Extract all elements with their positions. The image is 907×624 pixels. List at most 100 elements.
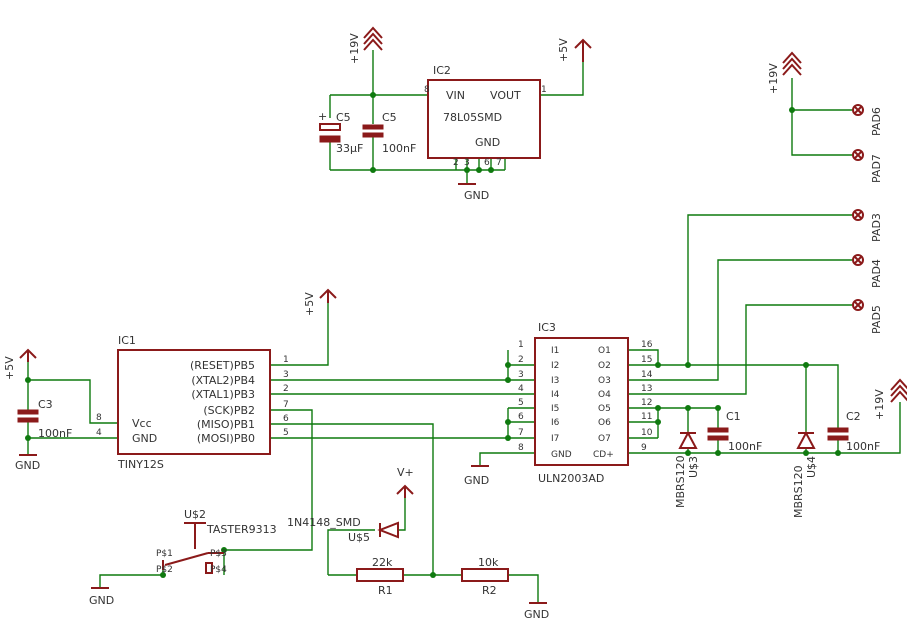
d4-diode: MBRS120 U$4 [792,430,818,518]
c1-capacitor: C1 100nF [707,410,762,453]
ic3-driver: IC3 ULN2003AD I1 I2 I3 I4 I5 I6 I7 GND O… [518,321,653,485]
gnd-ic3: GND [464,465,489,487]
gnd-label: GND [524,608,549,621]
switch-pin-p2: P$2 [156,565,173,575]
d4-triangle [796,430,816,449]
c5-electrolytic: + C5 33µF [318,110,363,155]
junction-dot [655,362,661,368]
ic1-pin-number: 6 [283,414,289,424]
gnd-label: GND [15,459,40,472]
r1-body [356,568,404,582]
junction-dot [715,405,721,411]
wire-ic3-gnd [479,452,535,466]
c5b-name: C5 [382,111,397,124]
wire-c2-top [806,364,839,428]
c3-value: 100nF [38,427,72,440]
wire-vout [540,62,584,96]
r2-resistor: 10k R2 [461,556,509,597]
c3-name: C3 [38,398,53,411]
junction-dot [221,547,227,553]
junction-dot [835,450,841,456]
ic3-pin-number: 7 [518,428,524,438]
ic1-gnd-pin: 4 [96,428,102,438]
ic3-right-pin-numbers: 16 15 14 13 12 11 10 9 [641,340,653,453]
c3-plate-bottom [17,417,39,423]
ic1-pin-label: (MISO)PB1 [197,418,255,431]
junction-dot [803,450,809,456]
ic1-pin-number: 7 [283,400,289,410]
junction-dot [505,362,511,368]
pad7: PAD7 [852,149,883,183]
wire-pad7 [791,110,854,156]
ic1-pin-number: 5 [283,428,289,438]
d3-name: U$3 [687,456,700,478]
ic2-pin-3: 3 [464,158,470,168]
power-5v-ic2: +5V [557,38,592,62]
ic1-pin-label: (XTAL1)PB3 [191,388,255,401]
ic2-regulator: IC2 VIN VOUT 78L05SMD GND 8 1 2 3 6 7 [424,64,547,168]
wire-vin [372,50,428,96]
switch-pin-p4: P$4 [210,565,227,575]
ic3-pin-number: 1 [518,340,524,350]
pad-label: PAD4 [870,259,883,288]
ic3-pin-number: 14 [641,370,653,380]
wire-d5-left [327,529,375,575]
pad-label: PAD3 [870,213,883,242]
ic1-body [117,349,271,455]
pads: PAD6 PAD7 PAD3 PAD4 PAD5 [852,104,883,334]
ic2-body [427,79,541,159]
junctions [25,92,841,578]
ic1-pin-number: 2 [283,384,289,394]
gnd-label: GND [464,189,489,202]
ic2-pin-6: 6 [484,158,490,168]
power-19v-cd: +19V [873,378,907,420]
ic3-output-label: O4 [598,390,611,400]
r1-resistor: 22k R1 [356,556,404,597]
power-label: +19V [767,63,780,94]
junction-dot [25,435,31,441]
ic1-pin-number: 3 [283,370,289,380]
ic3-pin-number: 3 [518,370,524,380]
c5a-value: 33µF [336,142,363,155]
switch-terminal [205,562,213,574]
c3-plate-top [17,409,39,415]
ic2-vin-label: VIN [446,89,465,102]
d3-diode: MBRS120 U$3 [674,430,700,508]
c5b-plate-bottom [362,132,384,138]
ic3-name: IC3 [538,321,556,334]
ic2-vout-label: VOUT [490,89,521,102]
junction-dot [685,362,691,368]
c2-plate-top [827,427,849,433]
c2-value: 100nF [846,440,880,453]
ic1-part: TINY12S [117,458,164,471]
power-19v-pads: +19V [767,51,802,94]
ic3-cd-label: CD+ [593,450,614,460]
switch-pin-p1: P$1 [156,549,173,559]
ic1-gnd-label: GND [132,432,157,445]
wire-d5-right [398,498,406,531]
ic3-input-labels: I1 I2 I3 I4 I5 I6 I7 GND [551,346,572,460]
c5b-value: 100nF [382,142,416,155]
ic1-name: IC1 [118,334,136,347]
ic3-pin-number: 10 [641,428,653,438]
ic1-microcontroller: IC1 TINY12S Vcc GND 8 4 (RESET)PB5 (XTAL… [96,334,289,471]
ic3-pin-number: 5 [518,398,524,408]
junction-dot [505,377,511,383]
ic1-pin-label: (SCK)PB2 [203,404,255,417]
ic2-pin-vin: 8 [424,85,430,95]
junction-dot [464,167,470,173]
ic3-pin-number: 8 [518,443,524,453]
ic2-name: IC2 [433,64,451,77]
junction-dot [789,107,795,113]
d5-triangle [377,521,399,539]
ic3-body [534,337,629,466]
wire-sw-gnd [99,574,163,588]
power-5v-ic1: +5V [303,288,337,316]
ic3-part: ULN2003AD [538,472,604,485]
r1-name: R1 [378,584,393,597]
pad4: PAD4 [852,254,883,288]
junction-dot [685,450,691,456]
junction-dot [370,92,376,98]
c5-ceramic: C5 100nF [362,111,416,155]
